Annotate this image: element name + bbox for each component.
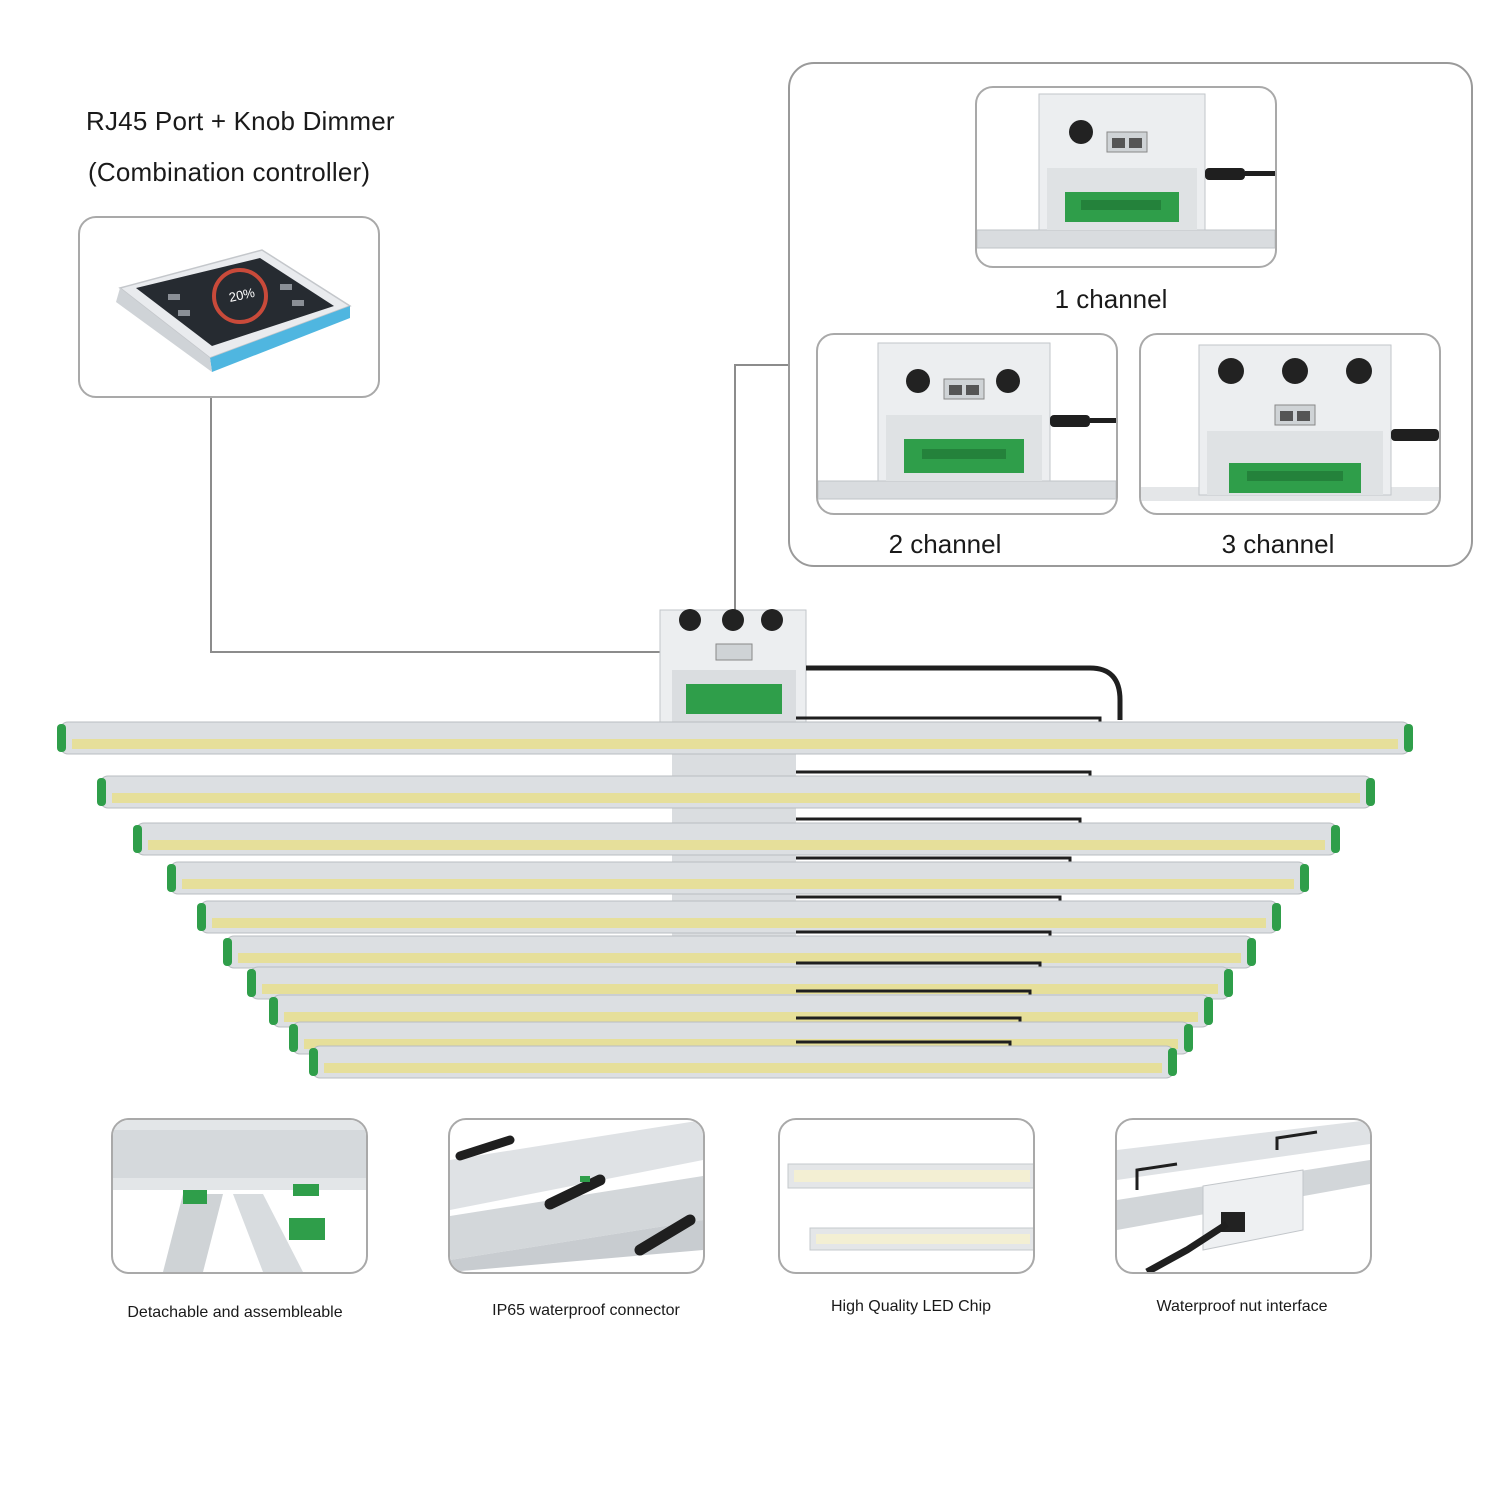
bar-end-cap xyxy=(1272,903,1281,931)
channel-1-box xyxy=(975,86,1277,268)
led-chip-row xyxy=(148,840,1325,850)
led-chip-row xyxy=(262,984,1218,994)
led-chip-row xyxy=(112,793,1360,803)
bar-end-cap xyxy=(197,903,206,931)
bar-end-cap xyxy=(1184,1024,1193,1052)
bar-end-cap xyxy=(1247,938,1256,966)
light-bar xyxy=(249,966,1231,1000)
green-clip-image xyxy=(113,1120,366,1272)
bar-end-cap xyxy=(269,997,278,1025)
bar-end-cap xyxy=(97,778,106,806)
light-bar xyxy=(225,935,1254,969)
channel-2-driver-image xyxy=(818,342,1116,500)
bar-end-cap xyxy=(1300,864,1309,892)
bar-end-cap xyxy=(57,724,66,752)
bar-end-cap xyxy=(247,969,256,997)
led-chip-row xyxy=(324,1063,1162,1073)
led-chip-row xyxy=(284,1012,1198,1022)
connector-lines xyxy=(210,364,788,653)
driver-knob-1 xyxy=(679,609,701,631)
feature-2-box xyxy=(448,1118,705,1274)
bar-end-cap xyxy=(167,864,176,892)
channel-1-driver-image xyxy=(977,93,1275,249)
led-chip-row xyxy=(304,1039,1178,1049)
grow-light-fixture xyxy=(57,609,1413,1079)
feature-1-label: Detachable and assembleable xyxy=(127,1304,343,1321)
bar-end-cap xyxy=(1331,825,1340,853)
feature-4-label: Waterproof nut interface xyxy=(1156,1298,1328,1315)
led-chip-row xyxy=(212,918,1266,928)
led-chip-row xyxy=(182,879,1294,889)
feature-2-label: IP65 waterproof connector xyxy=(492,1302,680,1319)
feature-3-box xyxy=(778,1118,1035,1274)
light-bars xyxy=(57,716,1413,1079)
rj45-port xyxy=(715,643,753,661)
bar-end-cap xyxy=(223,938,232,966)
channel-3-label: 3 channel xyxy=(1221,529,1335,559)
bar-end-cap xyxy=(1168,1048,1177,1076)
channel-1-label: 1 channel xyxy=(1054,284,1168,314)
bar-end-cap xyxy=(1224,969,1233,997)
bar-end-cap xyxy=(289,1024,298,1052)
led-chip-row xyxy=(72,739,1398,749)
bar-end-cap xyxy=(1366,778,1375,806)
driver-knob-3 xyxy=(761,609,783,631)
channel-3-driver-image xyxy=(1141,344,1439,501)
controller-tablet-image: 20% xyxy=(116,249,352,372)
channel-2-label: 2 channel xyxy=(888,529,1002,559)
light-bar xyxy=(311,1045,1175,1079)
controller-subtitle: (Combination controller) xyxy=(88,157,371,187)
driver-green-clip xyxy=(686,684,782,714)
feature-4-box xyxy=(1115,1118,1372,1274)
bar-end-cap xyxy=(309,1048,318,1076)
bar-end-cap xyxy=(1204,997,1213,1025)
led-chip-row xyxy=(238,953,1241,963)
light-bar xyxy=(199,900,1279,934)
light-bar xyxy=(59,721,1411,755)
feature-3-label: High Quality LED Chip xyxy=(830,1298,992,1315)
light-bar xyxy=(135,822,1338,856)
bar-end-cap xyxy=(133,825,142,853)
led-strip-image xyxy=(787,1163,1033,1251)
bar-end-cap xyxy=(1404,724,1413,752)
light-bar xyxy=(99,775,1373,809)
driver-knob-2 xyxy=(722,609,744,631)
power-socket-image xyxy=(1117,1120,1370,1272)
cable-connector-image xyxy=(450,1120,703,1272)
channel-3-box xyxy=(1139,333,1441,515)
controller-title: RJ45 Port + Knob Dimmer xyxy=(86,106,395,136)
tablet-screen-percent: 20% xyxy=(228,285,257,305)
controller-tablet-box: 20% xyxy=(78,216,380,398)
channel-2-box xyxy=(816,333,1118,515)
feature-1-box xyxy=(111,1118,368,1274)
light-bar xyxy=(169,861,1307,895)
